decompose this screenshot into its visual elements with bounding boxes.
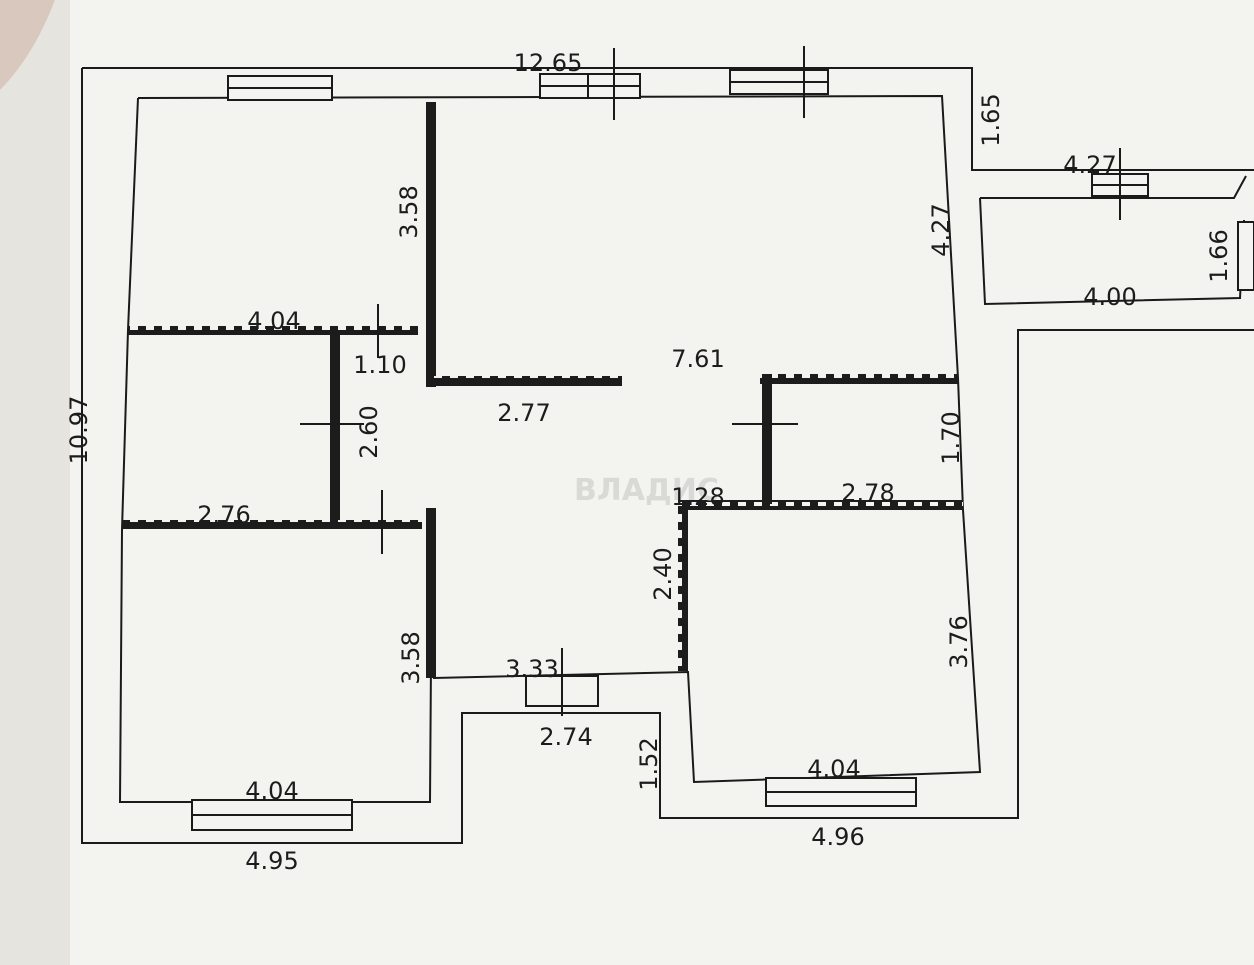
dimension-label-corridor-width: 3.33 [505, 655, 558, 683]
dimension-label-top-left-room-width: 4.04 [247, 307, 300, 335]
dimension-label-right-small-room-depth: 1.70 [937, 411, 965, 464]
dimension-label-bottom-right-room-width: 4.04 [807, 755, 860, 783]
window-bottom-left [191, 799, 353, 831]
outer-wall-outline [81, 67, 1254, 844]
dimension-label-top-left-room-depth: 3.58 [395, 185, 423, 238]
window-top-left [227, 75, 333, 101]
partition-hall-horizontal [426, 376, 622, 386]
dimension-label-right-partition-depth: 2.40 [649, 547, 677, 600]
dimension-label-top-overall: 12.65 [514, 49, 583, 77]
window-annex-right [1237, 221, 1254, 291]
dimension-label-annex-width-bottom: 4.00 [1083, 283, 1136, 311]
dimension-label-small-room-width: 2.76 [197, 501, 250, 529]
exterior-walls [81, 67, 1254, 844]
dimension-label-left-overall: 10.97 [65, 396, 93, 465]
partition-top-left-bottom [128, 326, 418, 335]
dimension-label-bottom-left-room-width: 4.04 [245, 777, 298, 805]
dimension-labels: 12.65 10.97 3.58 4.04 1.10 7.61 2.77 2.60 2.76 3.… [65, 49, 1233, 875]
partition-vertical-top [426, 102, 436, 387]
dimension-ticks [300, 46, 1121, 716]
dimension-label-top-right-room-depth: 4.27 [927, 203, 955, 256]
partition-right-small-top [760, 374, 958, 384]
partition-right-horizontal [678, 500, 963, 510]
partition-right-small-vertical [762, 374, 772, 504]
dimension-label-bottom-left-room-depth: 3.58 [397, 631, 425, 684]
dimension-label-bottom-right-outer-width: 4.96 [811, 823, 864, 851]
dimension-label-right-small-room-width: 2.78 [841, 479, 894, 507]
dimension-label-offset-depth: 1.65 [977, 93, 1005, 146]
paper-shadow [0, 0, 70, 965]
dimension-label-hall-door-width: 1.10 [353, 351, 406, 379]
dimension-label-right-door-width: 1.28 [671, 483, 724, 511]
dimension-label-annex-width-top: 4.27 [1063, 151, 1116, 179]
dimension-label-porch-depth: 1.52 [635, 737, 663, 790]
window-bottom-right [765, 777, 917, 807]
partition-walls [122, 102, 963, 678]
partition-right-vertical [678, 505, 688, 671]
partition-bottom-left-top [122, 520, 422, 529]
dimension-label-porch-width: 2.74 [539, 723, 592, 751]
dimension-label-annex-depth: 1.66 [1205, 229, 1233, 282]
dimension-label-bottom-right-room-depth: 3.76 [945, 615, 973, 668]
dimension-label-hall-width: 7.61 [671, 345, 724, 373]
partition-bottom-left-vertical [426, 508, 436, 678]
partition-small-room-vertical [330, 335, 340, 525]
windows [191, 69, 1254, 831]
watermark: ВЛАДИС [574, 473, 719, 508]
watermark-text: ВЛАДИС [574, 473, 719, 508]
window-top-right [729, 69, 829, 95]
dimension-label-hall-partition-length: 2.77 [497, 399, 550, 427]
window-top-middle [539, 73, 641, 99]
dimension-label-small-room-depth: 2.60 [355, 405, 383, 458]
dimension-label-bottom-left-outer-width: 4.95 [245, 847, 298, 875]
